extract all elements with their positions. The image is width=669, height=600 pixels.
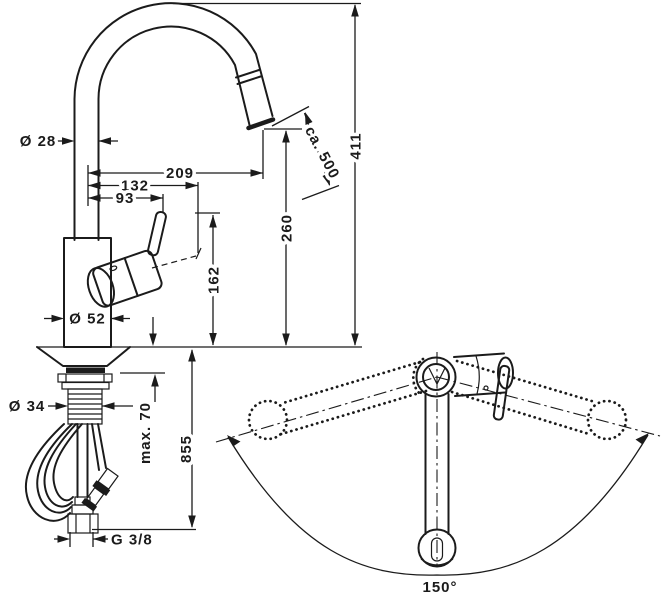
spout-inner-edge bbox=[97, 25, 251, 241]
faucet-side-view bbox=[25, 2, 362, 534]
spray-head-joint2 bbox=[236, 75, 262, 85]
dim-shank-diameter: Ø 34 bbox=[5, 395, 133, 419]
dim-pullout-hose: ca. 500 bbox=[271, 105, 346, 201]
swivel-ghost-left bbox=[247, 357, 428, 441]
handle-reach-label: 93 bbox=[116, 190, 135, 207]
handle-lever bbox=[147, 210, 167, 257]
dim-spout-reach: 209 bbox=[88, 162, 263, 186]
spray-head-joint bbox=[235, 69, 260, 79]
max-deck-thickness-label: max. 70 bbox=[137, 402, 154, 464]
dim-cartridge-reach: 132 bbox=[88, 174, 198, 198]
dim-outlet-height: 260 bbox=[264, 128, 302, 346]
connection-thread-label: G 3/8 bbox=[111, 532, 153, 549]
swivel-arc bbox=[227, 434, 649, 576]
lever-top-view bbox=[492, 364, 511, 421]
dim-handle-reach: 93 bbox=[88, 187, 163, 211]
aerator-top-view bbox=[430, 537, 444, 562]
dim-base-diameter: Ø 52 bbox=[44, 307, 130, 331]
pullout-hose-label: ca. 500 bbox=[301, 124, 343, 182]
dim-connection-thread: G 3/8 bbox=[54, 528, 155, 552]
dim-max-deck-thickness: max. 70 bbox=[120, 317, 165, 468]
base-diameter-label: Ø 52 bbox=[69, 311, 106, 328]
dim-handle-height: 162 bbox=[195, 212, 226, 346]
cartridge-reach-label: 132 bbox=[121, 178, 149, 195]
spout-outer-edge bbox=[73, 2, 274, 241]
shank-diameter-label: Ø 34 bbox=[9, 398, 46, 415]
hose-length-label: 855 bbox=[178, 435, 195, 463]
faucet-top-view: 150° bbox=[215, 352, 661, 600]
swivel-axis-right bbox=[436, 376, 661, 437]
spout-reach-label: 209 bbox=[166, 165, 194, 182]
pipe-diameter-label: Ø 28 bbox=[20, 133, 57, 150]
mounting-hardware bbox=[57, 367, 113, 425]
escutcheon bbox=[36, 346, 131, 367]
handle-projection-dash bbox=[151, 255, 197, 269]
swivel-angle-label: 150° bbox=[422, 579, 457, 596]
dim-pipe-diameter: Ø 28 bbox=[16, 130, 118, 154]
handle-top-view bbox=[453, 352, 514, 421]
swivel-axis-left bbox=[215, 376, 438, 443]
cartridge-cap bbox=[86, 267, 115, 308]
aerator-face bbox=[246, 117, 276, 131]
handle-cap bbox=[497, 356, 514, 390]
total-height-label: 411 bbox=[348, 132, 365, 159]
pivot-outer bbox=[415, 356, 457, 398]
cartridge-housing bbox=[92, 249, 163, 307]
supply-hoses bbox=[25, 423, 119, 534]
pivot-inner bbox=[422, 363, 450, 391]
handle-assembly bbox=[86, 210, 202, 308]
pivot-detail bbox=[428, 367, 446, 386]
outlet-height-label: 260 bbox=[279, 214, 296, 242]
spout-end bbox=[417, 528, 457, 568]
handle-height-label: 162 bbox=[206, 266, 223, 294]
dimension-annotations: Ø 28 209 132 93 bbox=[5, 2, 368, 552]
faucet-body bbox=[63, 237, 112, 348]
connection-nut bbox=[67, 513, 99, 534]
dim-hose-length: 855 bbox=[92, 349, 199, 531]
swivel-ghost-right bbox=[450, 359, 628, 441]
dim-total-height: 411 bbox=[173, 2, 368, 346]
